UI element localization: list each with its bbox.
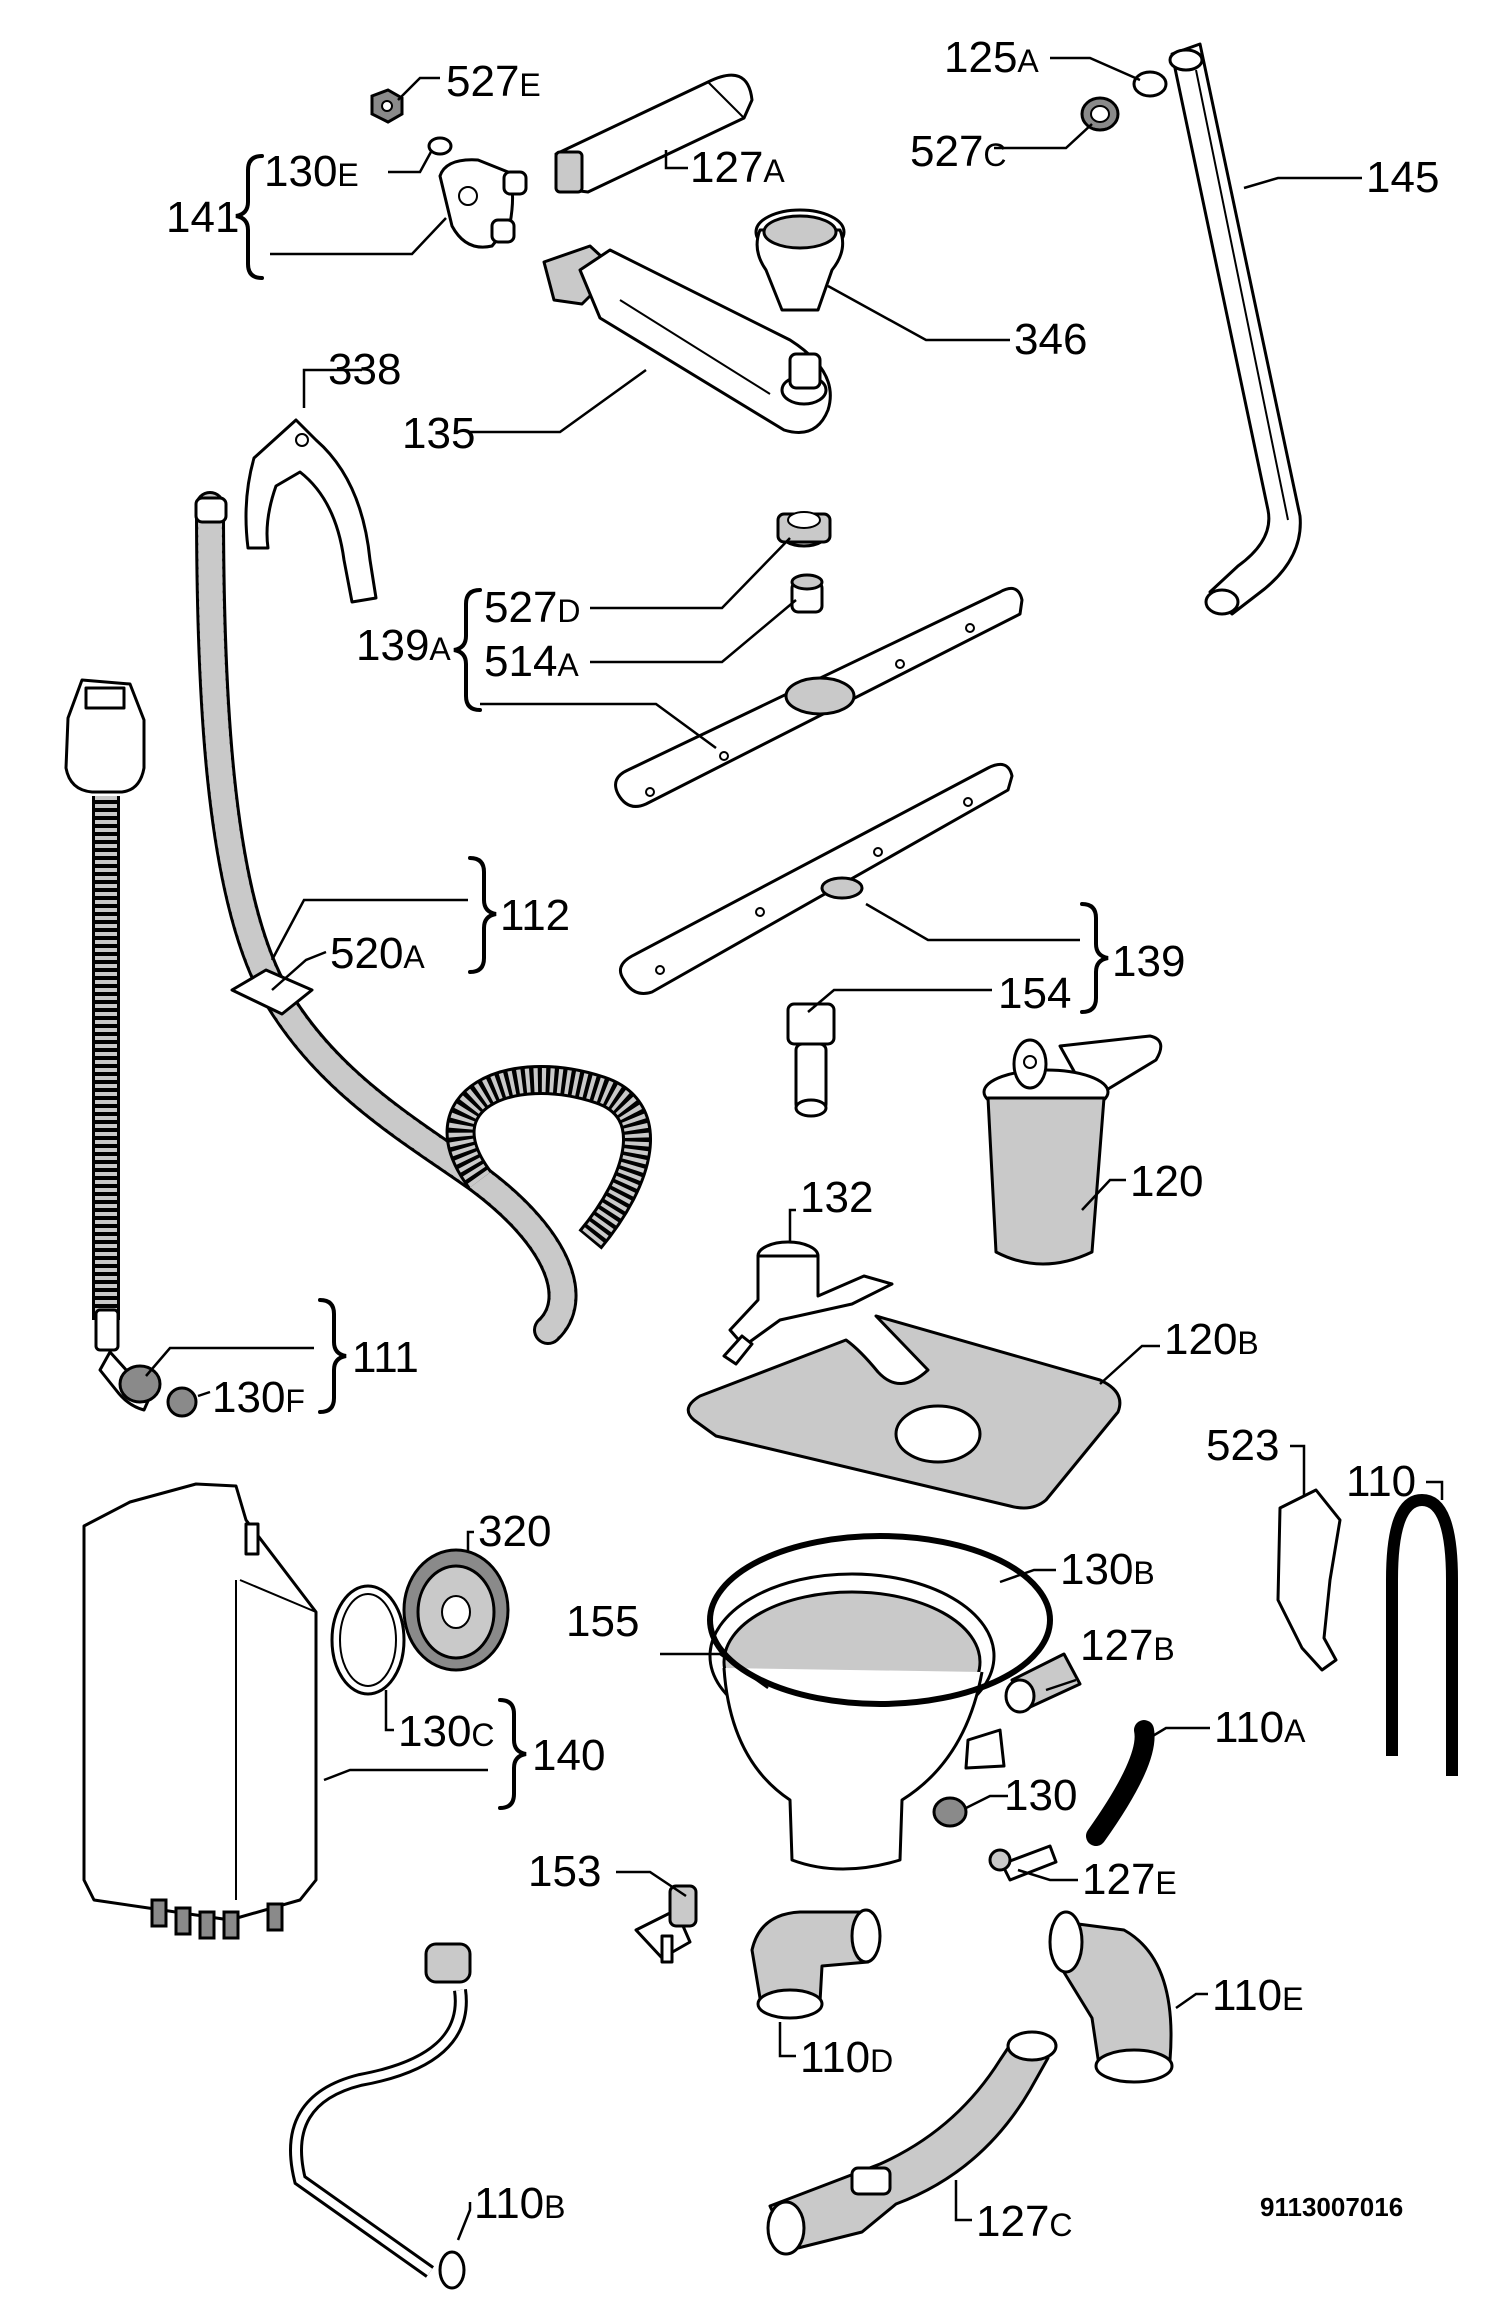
part-110d-elbow [750, 1908, 882, 2020]
part-141-connector [438, 158, 528, 249]
part-139-lower-spray-arm [618, 762, 1014, 995]
part-527d-nut [776, 511, 832, 548]
group-braces [235, 154, 1109, 1810]
part-320-seal [402, 1548, 510, 1672]
label-523: 523 [1206, 1421, 1279, 1470]
label-527e: 527E [446, 57, 541, 106]
label-130f: 130F [212, 1373, 305, 1422]
label-110b: 110B [474, 2179, 566, 2228]
label-110e: 110E [1212, 1971, 1304, 2020]
part-130-washer [932, 1796, 968, 1828]
label-338: 338 [328, 345, 401, 394]
label-514a: 514A [484, 637, 579, 686]
part-127b-sleeve [1004, 1652, 1082, 1714]
label-110a: 110A [1214, 1703, 1306, 1752]
part-130b-o-ring [707, 1533, 1053, 1707]
leader-lines [145, 56, 1444, 2241]
part-132-pump-housing [722, 1240, 894, 1366]
label-120: 120 [1130, 1157, 1203, 1206]
label-346: 346 [1014, 315, 1087, 364]
part-527e-nut [370, 88, 404, 124]
part-111-inlet-hose [64, 678, 162, 1412]
label-130e: 130E [264, 147, 359, 196]
part-112-drain-hose [194, 491, 652, 1345]
part-130e-washer [427, 136, 453, 156]
label-125a: 125A [944, 33, 1039, 82]
part-110b-hose [289, 1942, 472, 2290]
part-527c-nut [1080, 96, 1120, 132]
label-140: 140 [532, 1731, 605, 1780]
drawing-code: 9113007016 [1260, 2192, 1403, 2222]
part-120-filter [982, 1034, 1163, 1266]
label-139: 139 [1112, 937, 1185, 986]
label-320: 320 [478, 1507, 551, 1556]
part-110e-elbow [1048, 1910, 1174, 2084]
part-127e-screw [988, 1844, 1058, 1882]
part-130f-washer [166, 1386, 198, 1418]
label-127e: 127E [1082, 1855, 1177, 1904]
label-527c: 527C [910, 127, 1007, 176]
part-154-hub [786, 1002, 836, 1118]
label-141: 141 [166, 193, 239, 242]
label-154: 154 [998, 969, 1071, 1018]
part-127c-pipe [766, 2030, 1058, 2256]
label-153: 153 [528, 1847, 601, 1896]
label-130b: 130B [1060, 1545, 1155, 1594]
label-130c: 130C [398, 1707, 495, 1756]
part-120b-flat-filter [686, 1314, 1122, 1510]
part-145-supply-tube [1168, 42, 1302, 616]
label-127c: 127C [976, 2197, 1073, 2246]
part-127a-pipe [554, 73, 754, 194]
label-120b: 120B [1164, 1315, 1259, 1364]
part-346-nozzle [754, 208, 846, 312]
part-125a-o-ring [1132, 70, 1168, 98]
part-139a-spray-arm [614, 586, 1024, 808]
label-110: 110 [1346, 1457, 1416, 1506]
part-523-bracket [1276, 1488, 1342, 1672]
part-135-upper-spray-arm [542, 244, 832, 434]
label-145: 145 [1366, 153, 1439, 202]
label-127a: 127A [690, 143, 785, 192]
part-338-hose-clip [244, 418, 378, 604]
label-527d: 527D [484, 583, 581, 632]
part-153-valve [634, 1884, 698, 1964]
part-155-sump [708, 1572, 1006, 1871]
part-140-water-softener [82, 1482, 318, 1940]
label-112: 112 [500, 891, 570, 940]
label-130: 130 [1004, 1771, 1077, 1820]
label-135: 135 [402, 409, 475, 458]
part-520a-flange [230, 968, 314, 1016]
part-110a-hose [1086, 1720, 1155, 1846]
label-155: 155 [566, 1597, 639, 1646]
label-110d: 110D [800, 2033, 893, 2082]
label-132: 132 [800, 1173, 873, 1222]
label-520a: 520A [330, 929, 425, 978]
part-110-hose [1386, 1493, 1458, 1776]
label-127b: 127B [1080, 1621, 1175, 1670]
part-514a-bearing [790, 573, 824, 614]
label-139a: 139A [356, 621, 451, 670]
part-labels: 527E 130E 141 127A 125A 527C 145 346 135… [166, 33, 1439, 2246]
label-111: 111 [352, 1333, 419, 1382]
